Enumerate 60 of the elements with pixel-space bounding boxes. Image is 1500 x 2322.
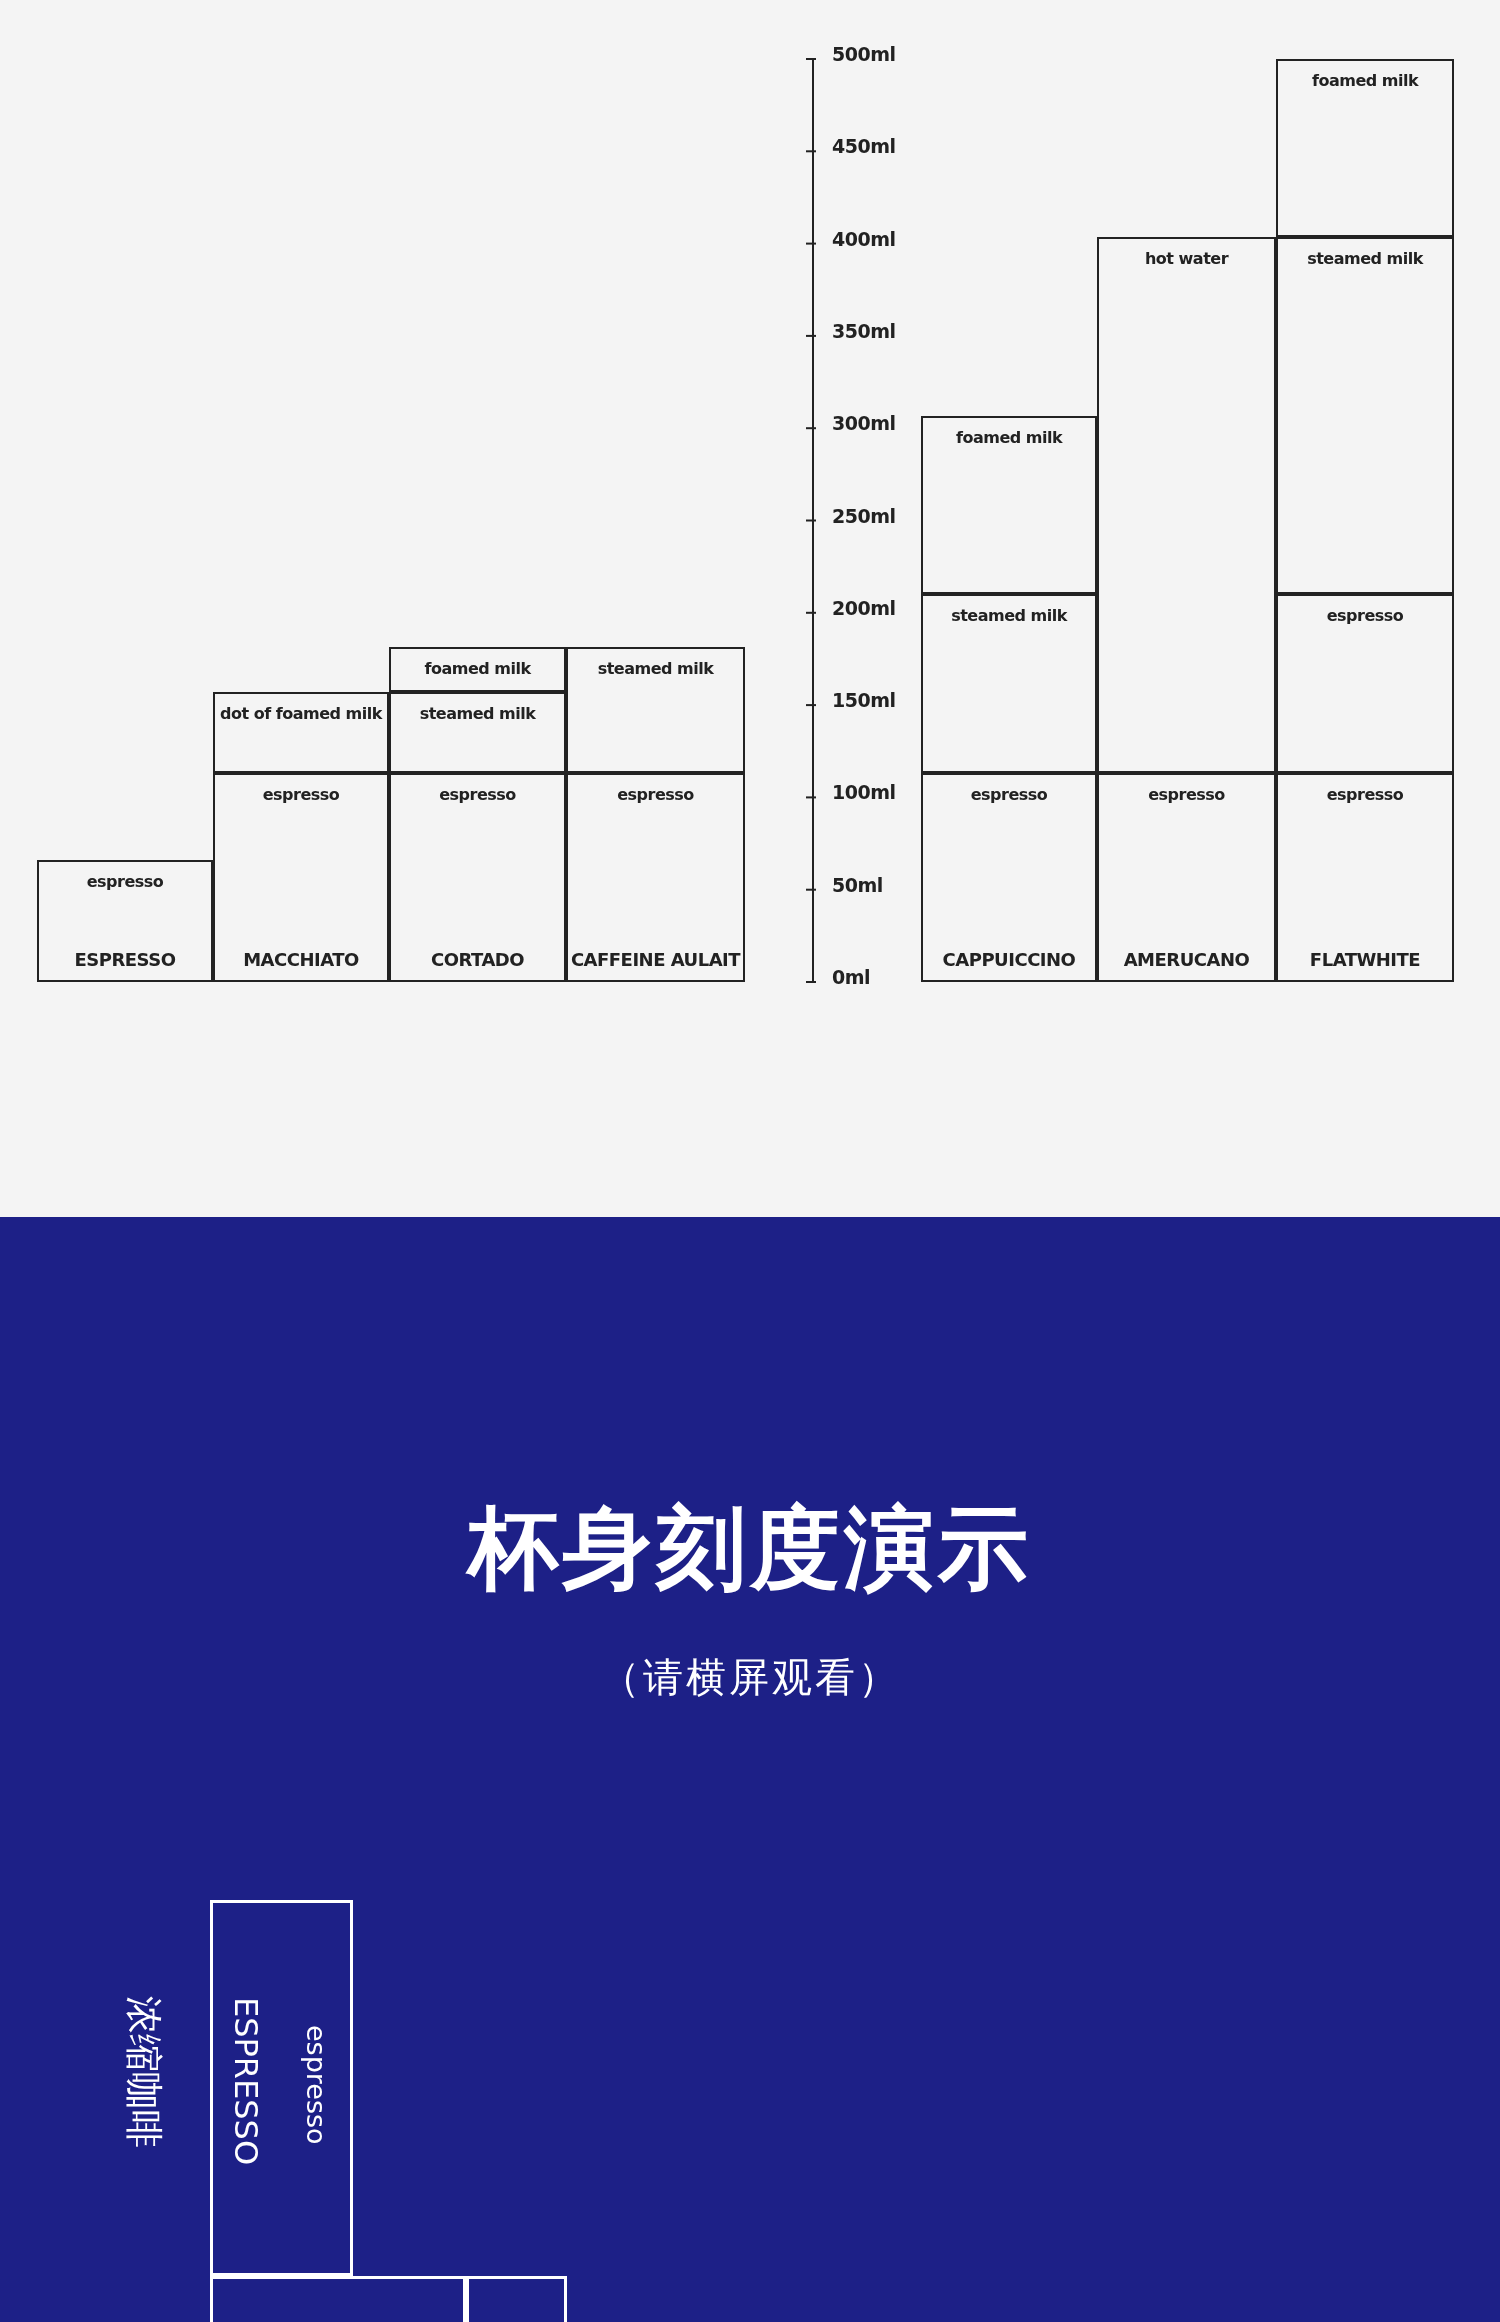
cup-segment xyxy=(566,647,745,773)
segment-label: espresso xyxy=(616,785,695,804)
subtitle: （请横屏观看） xyxy=(598,1653,902,1702)
segment-label: espresso xyxy=(1147,785,1226,804)
segment-label: steamed milk xyxy=(950,606,1069,625)
cup-segment xyxy=(1097,773,1276,982)
segment-label: steamed milk xyxy=(1306,249,1425,268)
segment-label: foamed milk xyxy=(423,659,532,678)
segment-label: dot of foamed milk xyxy=(219,704,384,723)
tick-label: 200ml xyxy=(832,596,896,619)
tick-label: 250ml xyxy=(832,504,896,527)
tick-label: 350ml xyxy=(832,319,896,342)
segment-label: hot water xyxy=(1143,249,1230,268)
cup-segment xyxy=(1276,773,1454,982)
drink-name: CAFFEINE AULAIT xyxy=(569,949,742,970)
segment-label: espresso xyxy=(969,785,1049,804)
segment-label: espresso xyxy=(438,785,517,804)
drink-name: ESPRESSO xyxy=(73,949,177,970)
cup-segment xyxy=(1276,237,1454,594)
segment-label: espresso xyxy=(1325,785,1405,804)
cup-segment xyxy=(1097,237,1276,773)
tick-label: 450ml xyxy=(832,135,896,158)
cup-segment xyxy=(1276,594,1454,773)
cup-segment xyxy=(921,416,1097,594)
segment-label: steamed milk xyxy=(418,704,537,723)
segment-label: foamed milk xyxy=(1310,71,1420,90)
cup-segment xyxy=(921,773,1097,982)
segment-label: espresso xyxy=(85,872,165,891)
tick-label: 300ml xyxy=(832,412,896,435)
segment-label: steamed milk xyxy=(596,659,715,678)
tick-label: 0ml xyxy=(832,966,871,988)
empty-box xyxy=(466,2276,567,2322)
drink-name: MACCHIATO xyxy=(242,949,360,970)
cup-segment xyxy=(1276,59,1454,237)
tick-label: 150ml xyxy=(832,689,896,712)
drink-name: CAPPUICCINO xyxy=(941,949,1077,970)
cup-segment xyxy=(389,692,566,773)
segment-label: espresso xyxy=(1325,606,1405,625)
cup-segment xyxy=(389,773,566,982)
side-caption: 浓缩咖啡 xyxy=(121,1996,167,2148)
segment-label: foamed milk xyxy=(954,428,1064,447)
drink-name: CORTADO xyxy=(429,949,526,970)
tick-label: 100ml xyxy=(832,781,896,804)
cup-segment xyxy=(213,692,389,773)
cup-segment xyxy=(37,860,213,982)
tick-label: 400ml xyxy=(832,227,896,250)
drink-name: FLATWHITE xyxy=(1308,949,1422,970)
cup-segment xyxy=(210,1900,353,2276)
tick-label: 500ml xyxy=(832,43,896,65)
cup-segment xyxy=(566,773,745,982)
tick-label: 50ml xyxy=(832,873,883,896)
cup-segment xyxy=(921,594,1097,773)
title: 杯身刻度演示 xyxy=(0,1488,1500,1610)
drink-name: ESPRESSO xyxy=(227,1997,265,2166)
cup-segment xyxy=(389,647,566,692)
drink-name: AMERUCANO xyxy=(1122,949,1251,970)
empty-box xyxy=(210,2276,466,2322)
segment-label: espresso xyxy=(301,2025,332,2145)
segment-label: espresso xyxy=(261,785,341,804)
cup-segment xyxy=(213,773,389,982)
